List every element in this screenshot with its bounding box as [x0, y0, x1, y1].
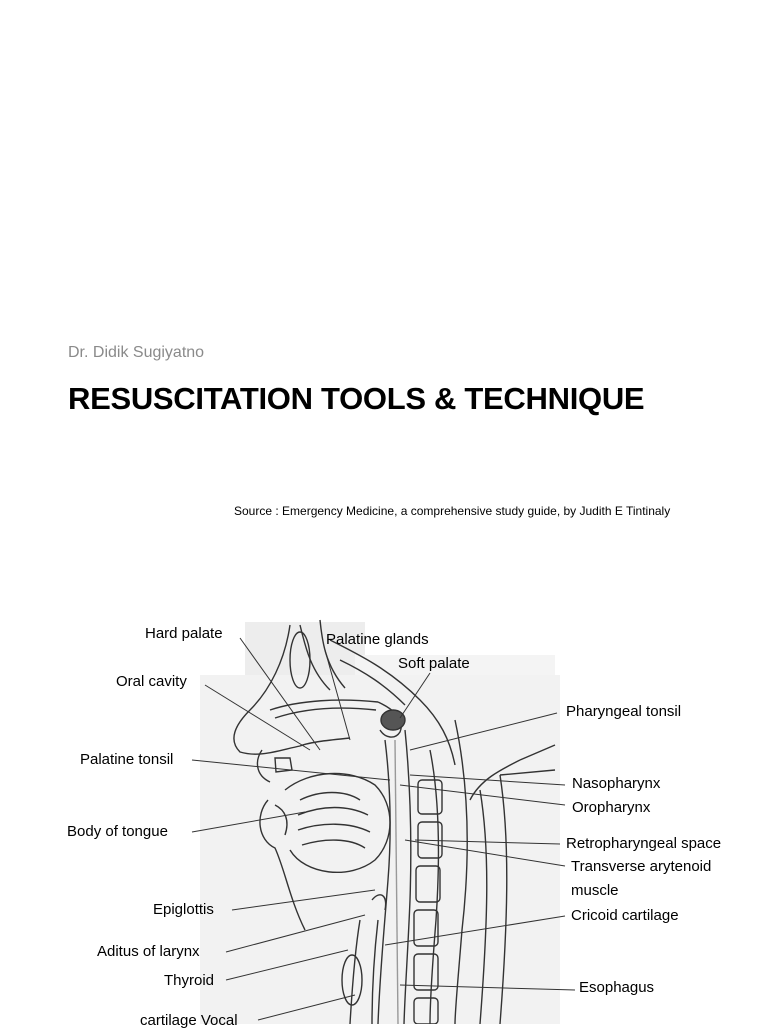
label-retropharyngeal-space: Retropharyngeal space — [566, 835, 722, 852]
page-title: RESUSCITATION TOOLS & TECHNIQUE — [68, 381, 645, 416]
label-thyroid: Thyroid — [164, 972, 215, 989]
label-soft-palate: Soft palate — [398, 655, 470, 672]
anatomy-illustration — [191, 619, 576, 1024]
label-aditus-of-larynx: Aditus of larynx — [97, 943, 200, 960]
label-palatine-glands: Palatine glands — [326, 631, 429, 648]
label-oral-cavity: Oral cavity — [116, 673, 187, 690]
label-oropharynx: Oropharynx — [572, 799, 651, 816]
anatomy-figure: Hard palate Palatine glands Soft palate … — [0, 600, 768, 1029]
label-hard-palate: Hard palate — [145, 625, 223, 642]
label-cricoid-cartilage: Cricoid cartilage — [571, 907, 679, 924]
label-palatine-tonsil: Palatine tonsil — [80, 751, 174, 768]
label-epiglottis: Epiglottis — [153, 901, 214, 918]
author-name: Dr. Didik Sugiyatno — [68, 344, 205, 361]
label-transverse-arytenoid-muscle: muscle — [571, 882, 619, 899]
label-pharyngeal-tonsil: Pharyngeal tonsil — [566, 703, 682, 720]
label-nasopharynx: Nasopharynx — [572, 775, 661, 792]
source-citation: Source : Emergency Medicine, a comprehen… — [234, 504, 671, 518]
label-body-of-tongue: Body of tongue — [67, 823, 168, 840]
label-esophagus: Esophagus — [579, 979, 655, 996]
label-cartilage-vocal: cartilage Vocal — [140, 1012, 238, 1029]
label-transverse-arytenoid: Transverse arytenoid — [571, 858, 712, 875]
